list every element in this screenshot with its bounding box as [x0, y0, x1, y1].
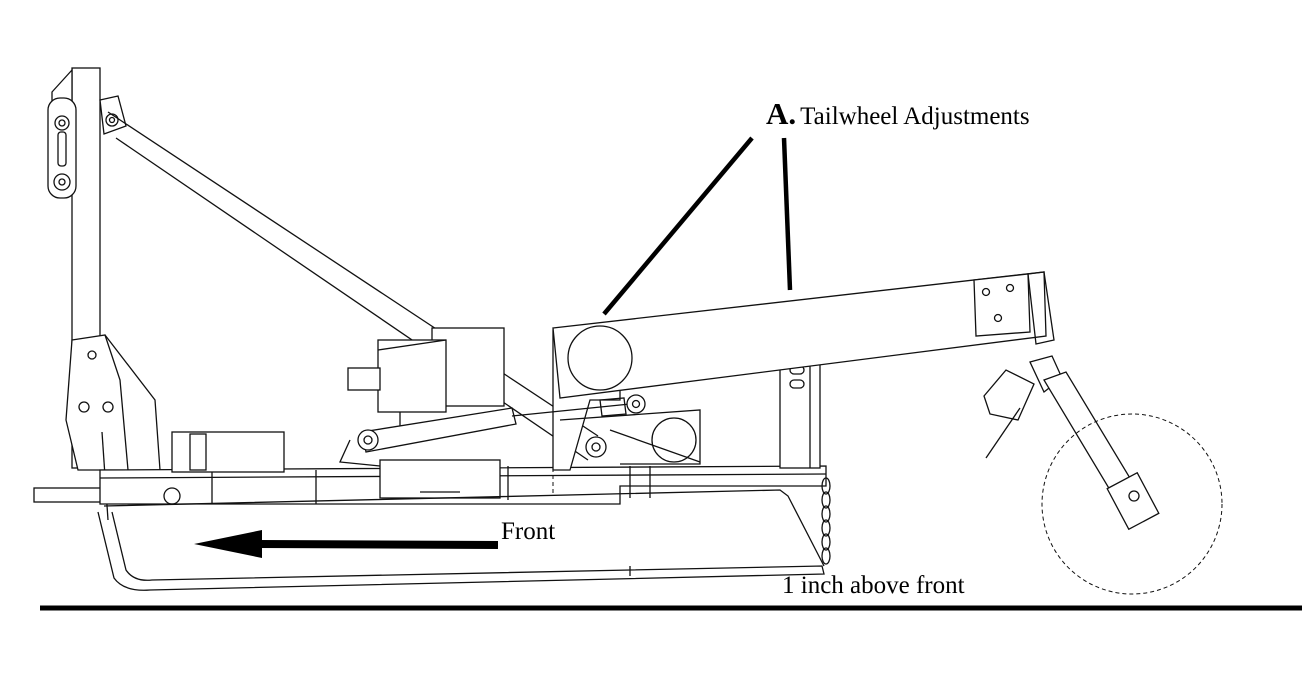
front-height-label: 1 inch above front — [782, 572, 965, 599]
leader-line-arm-rear — [781, 137, 793, 291]
callout-leaders — [602, 136, 793, 316]
safety-chain — [821, 477, 831, 565]
tailwheel-arm — [552, 271, 1055, 399]
diagonal-brace — [107, 111, 599, 461]
callout-label: A. Tailwheel Adjustments — [766, 96, 1030, 132]
gearbox — [347, 327, 505, 431]
front-label: Front — [501, 518, 556, 545]
callout-letter: A. — [766, 96, 797, 131]
tailwheel — [983, 355, 1223, 595]
front-direction-arrow — [194, 530, 499, 558]
callout-text: Tailwheel Adjustments — [800, 103, 1030, 130]
deck-frame — [33, 431, 827, 591]
hitch-mast — [47, 67, 161, 521]
leader-line-arm-front — [602, 136, 754, 316]
